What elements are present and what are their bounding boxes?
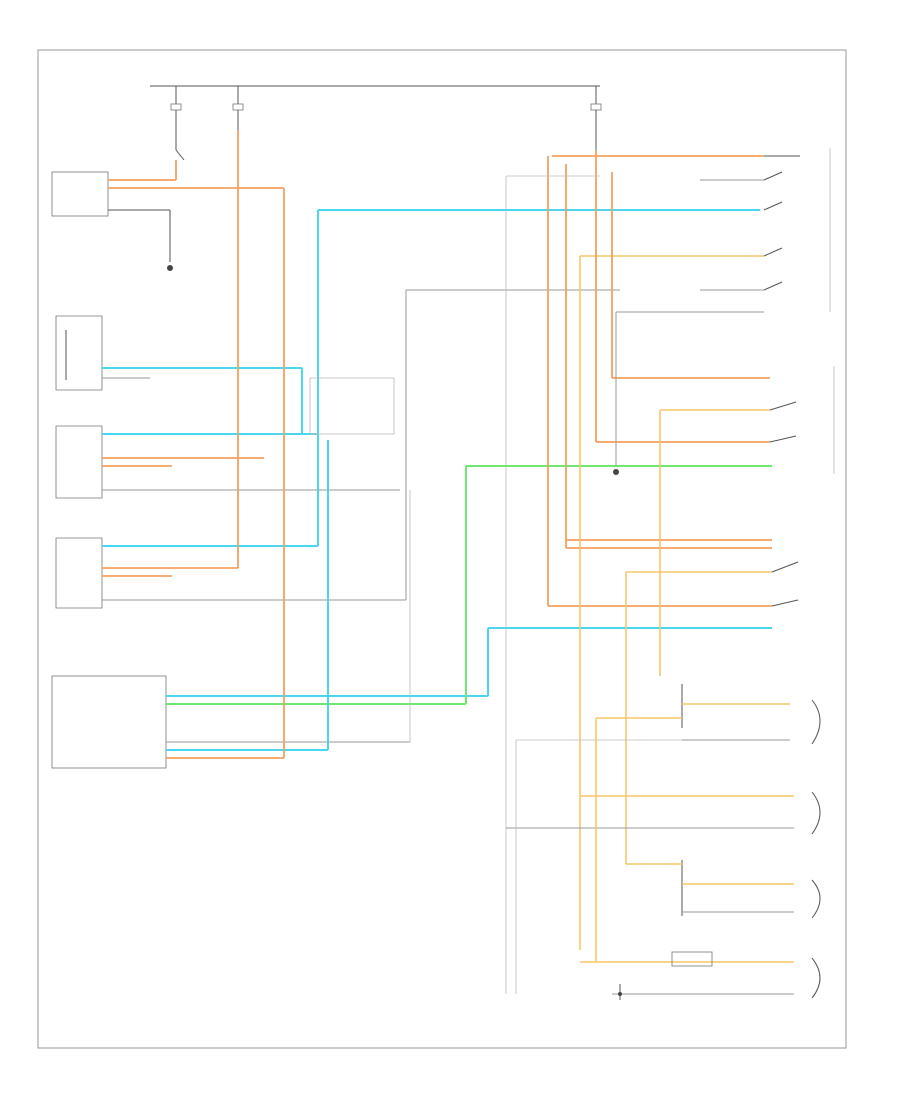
rear-seat xyxy=(580,951,821,999)
mirror-assembly-box xyxy=(309,377,395,435)
seat-module xyxy=(596,684,821,745)
passenger-side-mirror xyxy=(55,315,302,391)
front-passenger-switch xyxy=(55,425,400,499)
lower-harness xyxy=(515,718,682,994)
power-seat-switch xyxy=(596,312,835,475)
fuse-block-right xyxy=(590,86,602,150)
lumbar-switch xyxy=(552,148,831,313)
door-ajar-switch xyxy=(618,984,622,1000)
driver-seat-right xyxy=(506,791,821,835)
left-harness xyxy=(237,130,760,758)
diagram-frame xyxy=(37,49,847,1049)
fuse-block-left xyxy=(150,85,200,161)
body-control-module xyxy=(51,675,488,769)
driver-switch xyxy=(55,537,406,609)
right-harness xyxy=(505,150,661,994)
front-passenger-seat xyxy=(626,860,821,919)
fuse-block-mid xyxy=(200,85,600,130)
mirror-motor xyxy=(548,539,799,607)
center-harness xyxy=(465,465,772,704)
instrument-cluster xyxy=(51,160,284,271)
